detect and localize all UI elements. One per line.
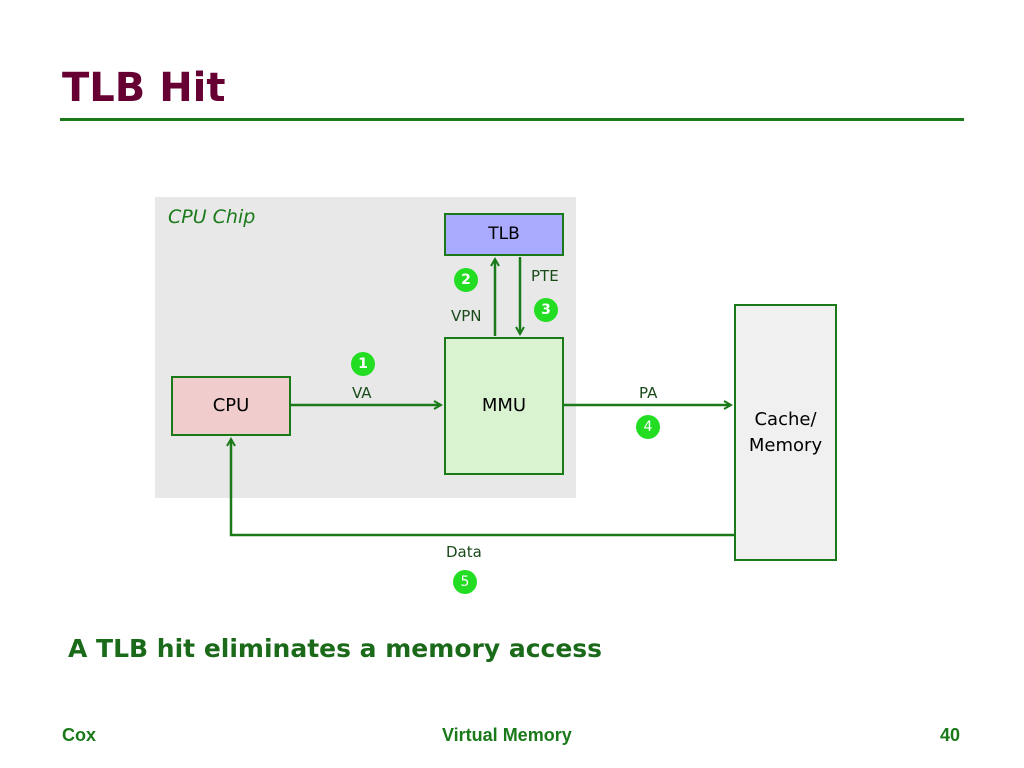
title-underline (60, 118, 964, 121)
footer-topic: Virtual Memory (442, 725, 572, 745)
step-2-badge: 2 (454, 268, 478, 292)
label-vpn: VPN (451, 307, 482, 325)
step-4-badge: 4 (636, 415, 660, 439)
cache-memory-box: Cache/ Memory (734, 304, 837, 561)
label-va: VA (352, 384, 372, 402)
step-1-badge: 1 (351, 352, 375, 376)
step-5-badge: 5 (453, 570, 477, 594)
mmu-box: MMU (444, 337, 564, 475)
cpu-box: CPU (171, 376, 291, 436)
takeaway-text: A TLB hit eliminates a memory access (68, 634, 603, 663)
cpu-chip-label: CPU Chip (168, 206, 256, 228)
tlb-box: TLB (444, 213, 564, 256)
page-number: 40 (940, 725, 961, 745)
arrow-data (231, 439, 734, 537)
label-pa: PA (639, 384, 658, 402)
label-pte: PTE (531, 267, 559, 285)
label-data: Data (446, 543, 482, 561)
step-3-badge: 3 (534, 298, 558, 322)
slide-title: TLB Hit (62, 65, 226, 111)
footer-author: Cox (62, 725, 97, 745)
